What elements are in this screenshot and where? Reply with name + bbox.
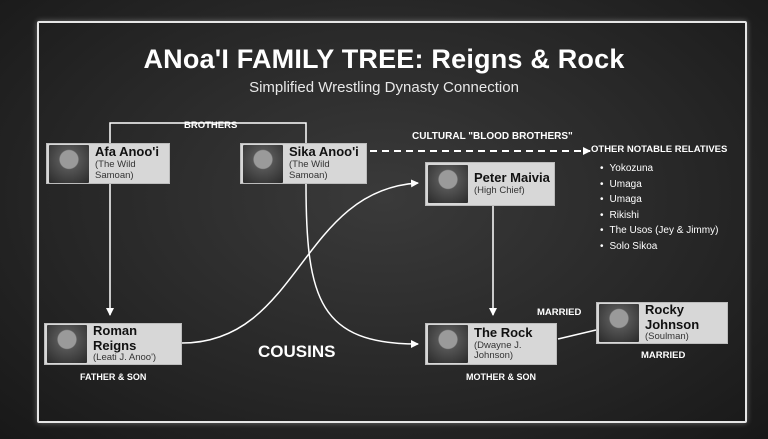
node-subtitle: (The Wild Samoan) xyxy=(289,159,330,181)
node-afa-anoai: Afa Anoo'i (The Wild Samoan) xyxy=(46,143,170,184)
portrait-image xyxy=(599,304,639,342)
portrait-image xyxy=(428,325,468,363)
label-blood-brothers: CULTURAL "BLOOD BROTHERS" xyxy=(412,131,573,142)
label-married-top: MARRIED xyxy=(537,307,582,318)
node-name: The Rock xyxy=(474,324,533,340)
node-name: Roman Reigns xyxy=(93,322,138,353)
diagram-title: ANoa'I FAMILY TREE: Reigns & Rock xyxy=(143,44,625,74)
portrait-image xyxy=(49,144,89,183)
label-mother-son: MOTHER & SON xyxy=(466,372,537,382)
relative-item: Solo Sikoa xyxy=(591,239,727,255)
label-father-son: FATHER & SON xyxy=(80,372,147,382)
portrait-image xyxy=(428,165,468,203)
node-subtitle: (High Chief) xyxy=(474,185,525,196)
label-brothers: BROTHERS xyxy=(184,120,238,131)
node-name: Rocky Johnson xyxy=(645,301,700,332)
node-subtitle: (Soulman) xyxy=(645,331,689,343)
node-sika-anoai: Sika Anoo'i (The Wild Samoan) xyxy=(240,143,367,184)
node-name: Peter Maivia xyxy=(474,170,550,186)
node-name: Sika Anoo'i xyxy=(289,144,359,160)
roman-peter-curve xyxy=(181,179,419,344)
node-the-rock: The Rock (Dwayne J. Johnson) xyxy=(425,323,557,365)
portrait-image xyxy=(243,144,283,183)
married-line xyxy=(557,329,597,340)
diagram-subtitle: Simplified Wrestling Dynasty Connection xyxy=(249,79,519,96)
relative-item: Yokozuna xyxy=(591,161,727,177)
label-married-bottom: MARRIED xyxy=(641,350,686,361)
node-peter-maivia: Peter Maivia (High Chief) xyxy=(425,162,555,206)
node-roman-reigns: Roman Reigns (Leati J. Anoo') xyxy=(44,323,182,365)
relative-item: The Usos (Jey & Jimmy) xyxy=(591,223,727,239)
relative-item: Umaga xyxy=(591,192,727,208)
sika-rock-curve xyxy=(305,183,419,348)
brothers-connector xyxy=(109,122,307,143)
other-relatives-list: OTHER NOTABLE RELATIVES Yokozuna Umaga U… xyxy=(591,144,727,254)
label-cousins: COUSINS xyxy=(258,342,336,361)
relative-item: Rikishi xyxy=(591,208,727,224)
relatives-heading: OTHER NOTABLE RELATIVES xyxy=(591,144,728,155)
portrait-image xyxy=(47,325,87,363)
node-subtitle: (Leati J. Anoo') xyxy=(93,352,157,364)
diagram-frame xyxy=(37,21,747,423)
node-subtitle: (Dwayne J. Johnson) xyxy=(474,339,522,362)
node-name: Afa Anoo'i xyxy=(95,144,159,160)
node-rocky-johnson: Rocky Johnson (Soulman) xyxy=(596,302,728,344)
node-subtitle: (The Wild Samoan) xyxy=(95,159,136,181)
relative-item: Umaga xyxy=(591,177,727,193)
